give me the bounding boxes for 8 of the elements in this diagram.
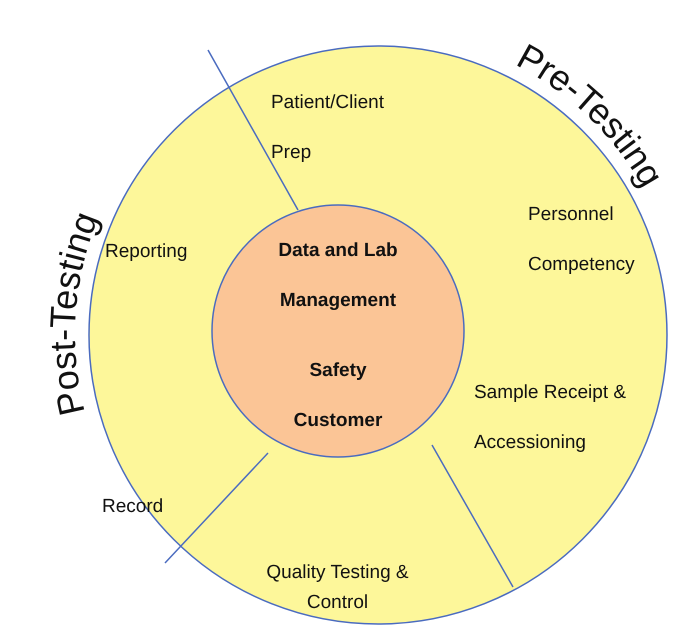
hub-item: Customer [294,410,382,431]
step-label: Patient/Client Prep [271,91,386,165]
hub-item: Safety [309,360,367,381]
step-label: Personnel Competency [528,203,636,277]
hub-title: Data and Lab Management [278,240,398,311]
step-label: Quality Testing & Control [265,561,410,615]
step-label: Reporting [105,240,188,264]
step-label: Sample Receipt & Accessioning [474,381,628,455]
